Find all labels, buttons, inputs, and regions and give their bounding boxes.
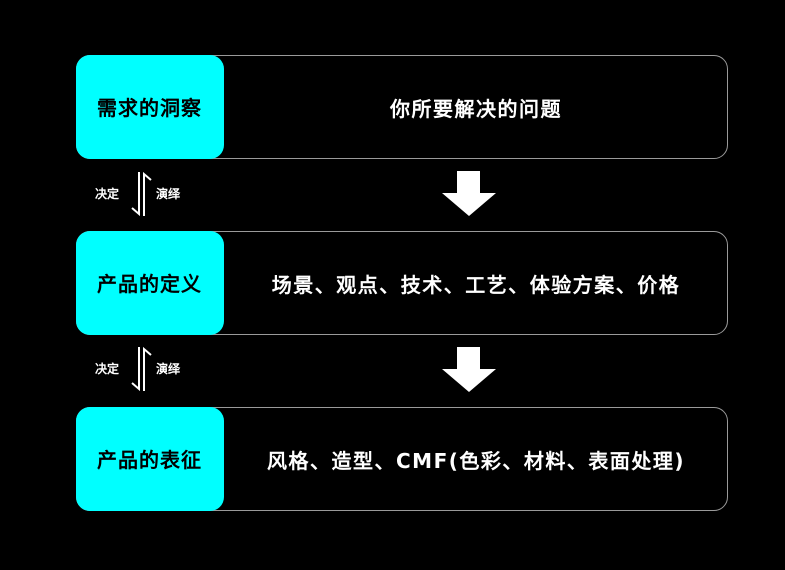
relation-right-label: 演绎: [156, 187, 181, 201]
tag-insight: 需求的洞察: [75, 54, 224, 159]
desc-definition: 场景、观点、技术、工艺、体验方案、价格: [271, 272, 681, 297]
desc-insight: 你所要解决的问题: [390, 96, 562, 121]
desc-representation: 风格、造型、CMF(色彩、材料、表面处理): [266, 448, 686, 473]
relation-left-label: 决定: [95, 187, 120, 201]
relation-1: 决定 演绎: [95, 168, 195, 218]
tag-definition: 产品的定义: [75, 230, 224, 335]
double-harpoon-icon: [131, 171, 152, 217]
down-arrow-icon: [442, 347, 496, 392]
relation-2: 决定 演绎: [95, 343, 195, 393]
tag-representation: 产品的表征: [75, 406, 224, 511]
row-definition: 产品的定义 场景、观点、技术、工艺、体验方案、价格: [75, 230, 728, 335]
row-insight: 需求的洞察 你所要解决的问题: [75, 54, 728, 159]
down-arrow-icon: [442, 171, 496, 216]
relation-right-label: 演绎: [156, 362, 181, 376]
double-harpoon-icon: [131, 346, 152, 392]
row-representation: 产品的表征 风格、造型、CMF(色彩、材料、表面处理): [75, 406, 728, 511]
relation-left-label: 决定: [95, 362, 120, 376]
